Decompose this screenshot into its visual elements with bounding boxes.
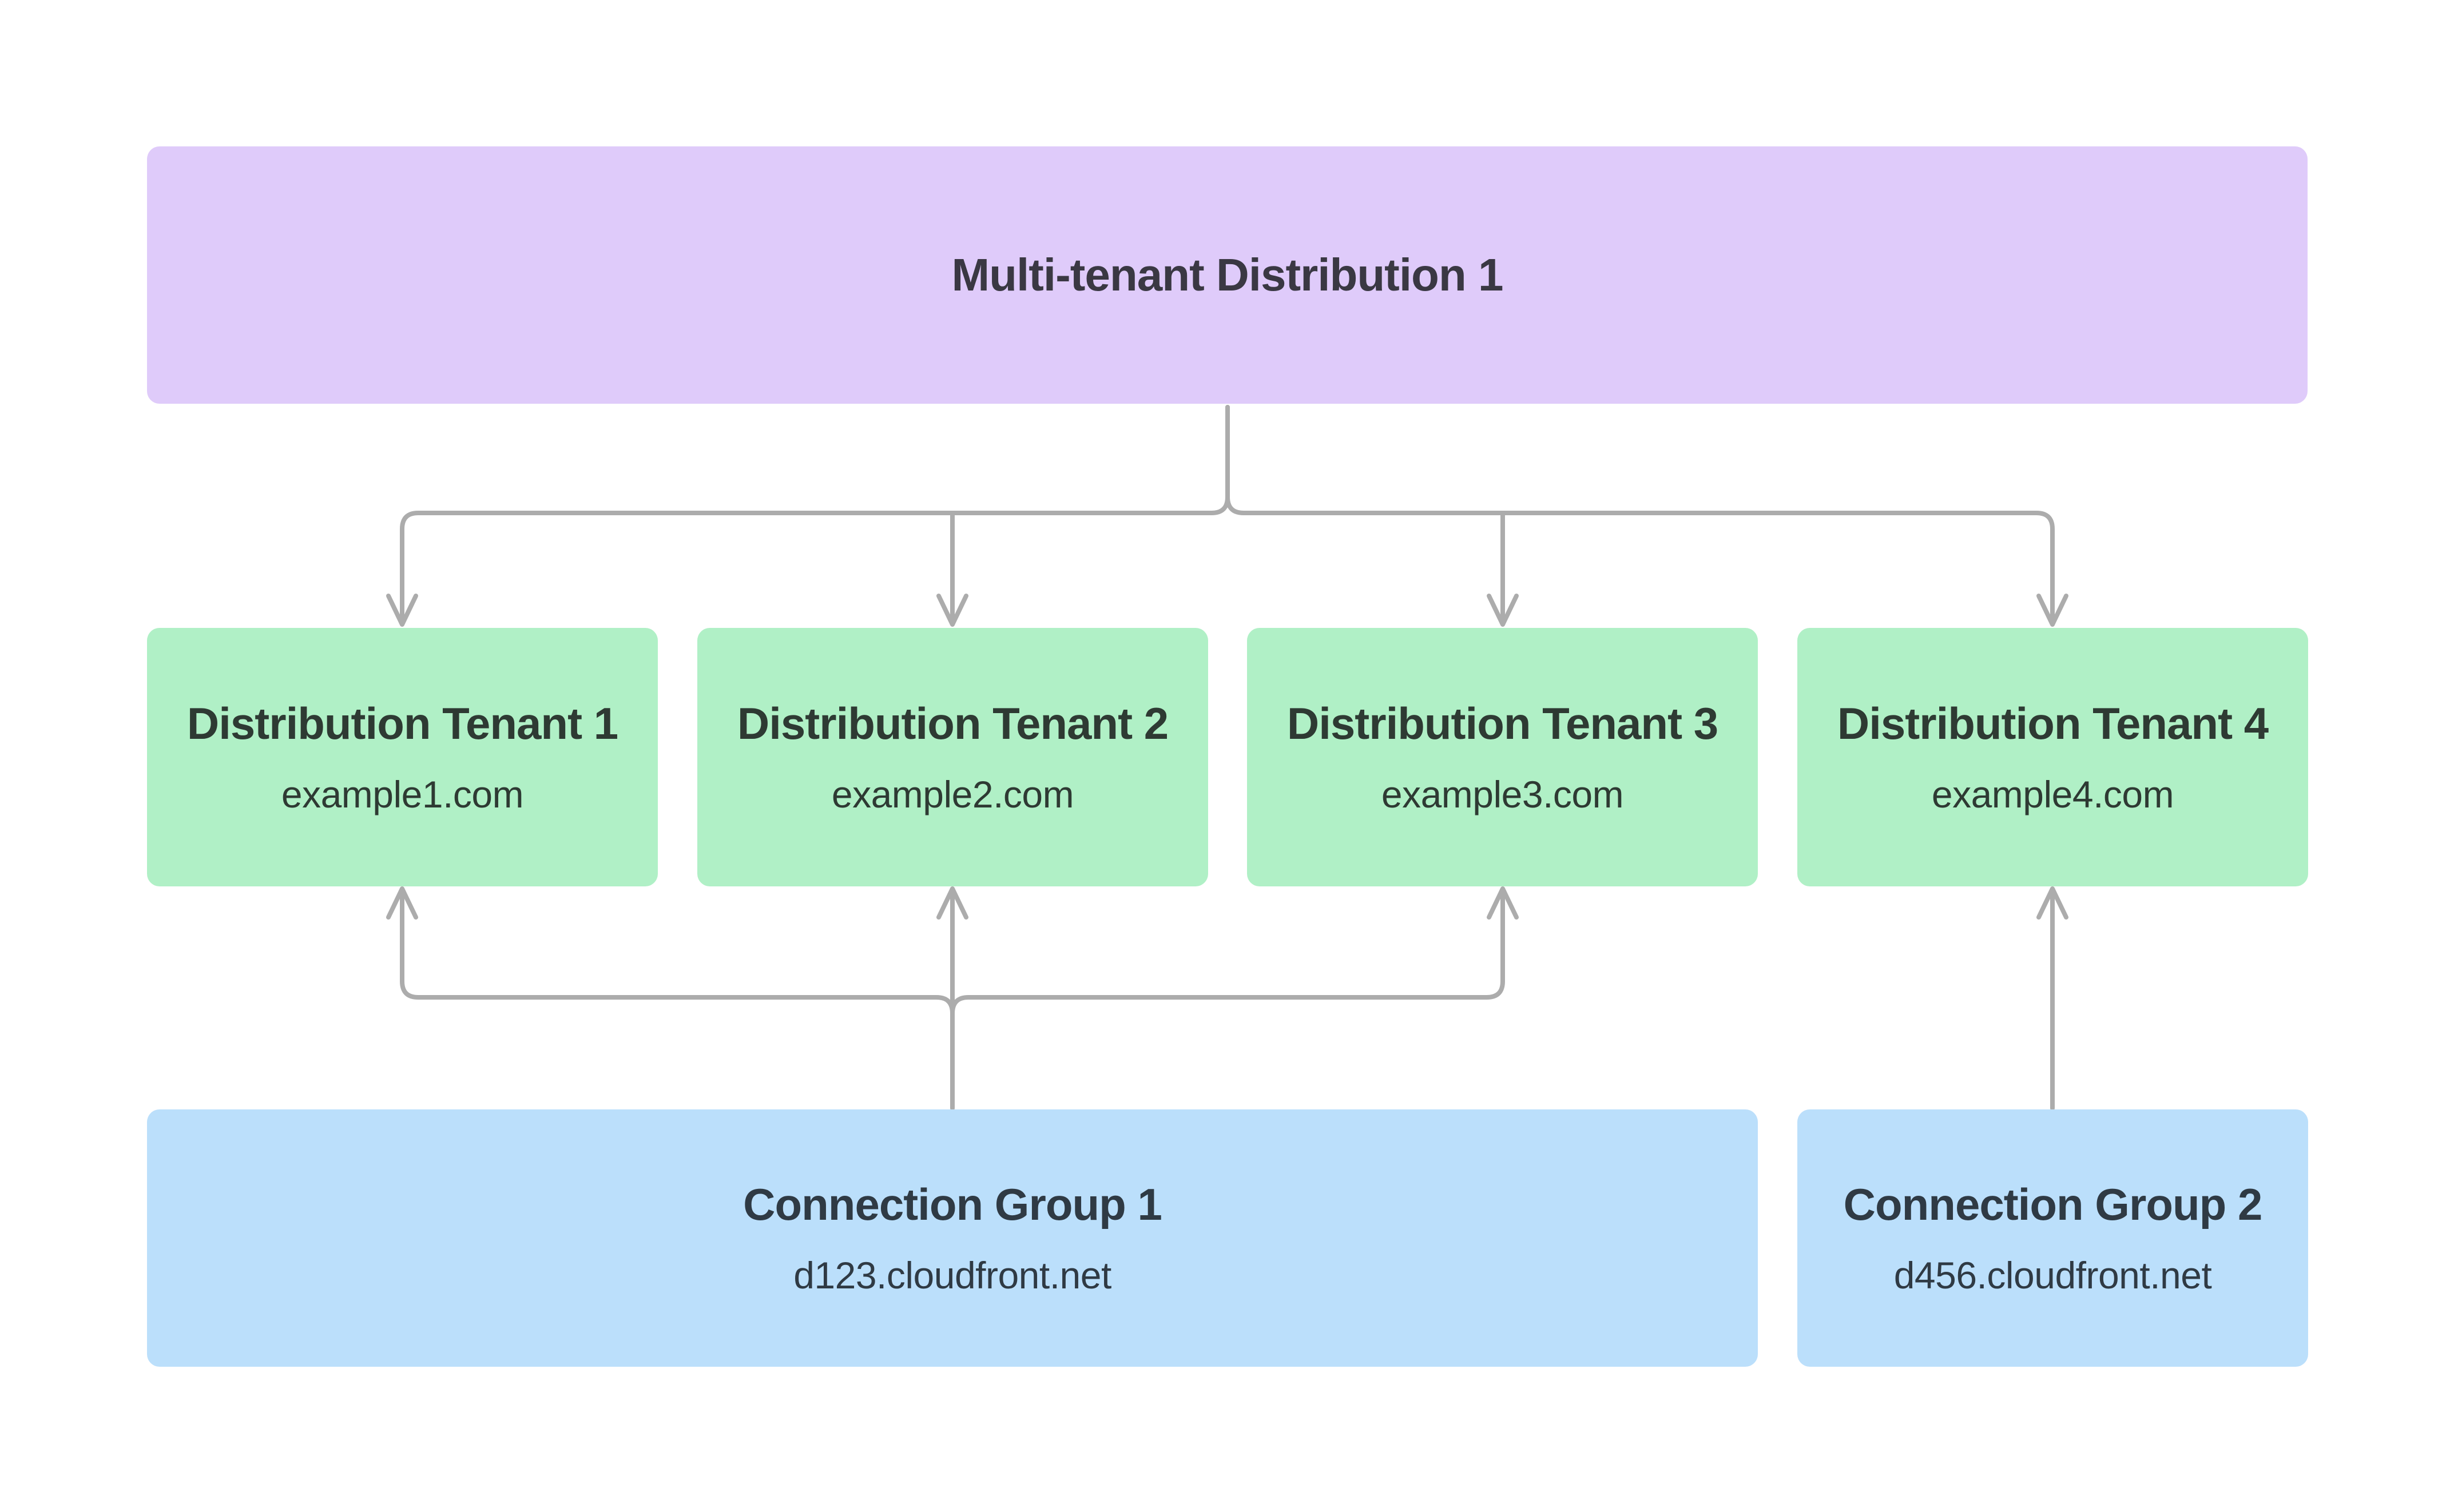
connection-group-1-title: Connection Group 1: [743, 1179, 1162, 1230]
multi-tenant-distribution-node: Multi-tenant Distribution 1: [147, 146, 2308, 404]
distribution-tenant-3-title: Distribution Tenant 3: [1286, 698, 1718, 749]
connection-group-1-node: Connection Group 1 d123.cloudfront.net: [147, 1109, 1758, 1367]
distribution-tenant-2-title: Distribution Tenant 2: [737, 698, 1169, 749]
distribution-tenant-2-domain: example2.com: [831, 773, 1074, 815]
distribution-tenant-3-node: Distribution Tenant 3 example3.com: [1247, 628, 1758, 886]
connection-group-1-domain: d123.cloudfront.net: [793, 1254, 1111, 1296]
bottom-tree-connector: [386, 886, 2068, 1111]
connection-group-2-node: Connection Group 2 d456.cloudfront.net: [1797, 1109, 2308, 1367]
connector-group1-to-tenant1: [400, 889, 955, 1016]
distribution-tenant-3-domain: example3.com: [1381, 773, 1624, 815]
distribution-tenant-4-node: Distribution Tenant 4 example4.com: [1797, 628, 2308, 886]
distribution-tenant-1-domain: example1.com: [281, 773, 524, 815]
arrowhead-up-tenant2: [936, 886, 968, 920]
distribution-tenant-1-title: Distribution Tenant 1: [186, 698, 618, 749]
arrowhead-down-tenant1: [386, 594, 418, 627]
connector-group1-to-tenant3: [950, 889, 1505, 1016]
distribution-tenant-2-node: Distribution Tenant 2 example2.com: [697, 628, 1208, 886]
connector-root-to-tenant4: [1225, 405, 2055, 624]
distribution-tenant-4-domain: example4.com: [1931, 773, 2174, 815]
arrowhead-up-tenant3: [1487, 886, 1519, 920]
arrowhead-down-tenant3: [1487, 594, 1519, 627]
multi-tenant-distribution-label: Multi-tenant Distribution 1: [951, 249, 1503, 300]
arrowhead-down-tenant2: [936, 594, 968, 627]
distribution-tenant-1-node: Distribution Tenant 1 example1.com: [147, 628, 658, 886]
connection-group-2-title: Connection Group 2: [1843, 1179, 2263, 1230]
distribution-tenant-4-title: Distribution Tenant 4: [1837, 698, 2269, 749]
arrowhead-up-tenant1: [386, 886, 418, 920]
connection-group-2-domain: d456.cloudfront.net: [1893, 1254, 2212, 1296]
arrowhead-down-tenant4: [2036, 594, 2068, 627]
top-tree-connector: [386, 405, 2068, 627]
connector-root-to-tenant1: [400, 405, 1230, 624]
arrowhead-up-tenant4: [2036, 886, 2068, 920]
